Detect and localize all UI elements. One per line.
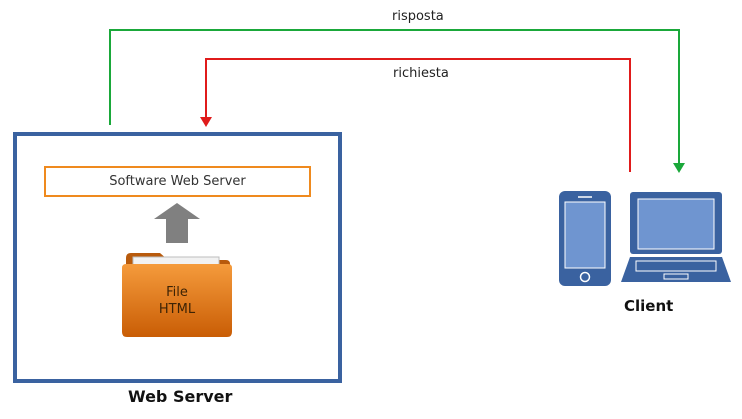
- software-web-server-box: Software Web Server: [44, 166, 311, 197]
- folder-label-line2: HTML: [158, 302, 196, 317]
- request-label: richiesta: [393, 66, 449, 81]
- response-label: risposta: [392, 9, 444, 24]
- laptop-icon: [621, 192, 731, 282]
- request-arrowhead: [200, 117, 212, 127]
- response-arrowhead: [673, 163, 685, 173]
- smartphone-icon: [559, 191, 611, 286]
- software-web-server-label: Software Web Server: [109, 174, 246, 189]
- folder-icon: [122, 253, 232, 337]
- request-arrow-line: [205, 58, 631, 172]
- web-server-title: Web Server: [128, 387, 233, 406]
- folder-label-line1: File: [166, 285, 188, 300]
- up-arrow-icon: [154, 203, 200, 243]
- folder-label: File HTML: [121, 284, 233, 318]
- client-title: Client: [624, 297, 674, 315]
- response-arrow-line: [109, 29, 680, 163]
